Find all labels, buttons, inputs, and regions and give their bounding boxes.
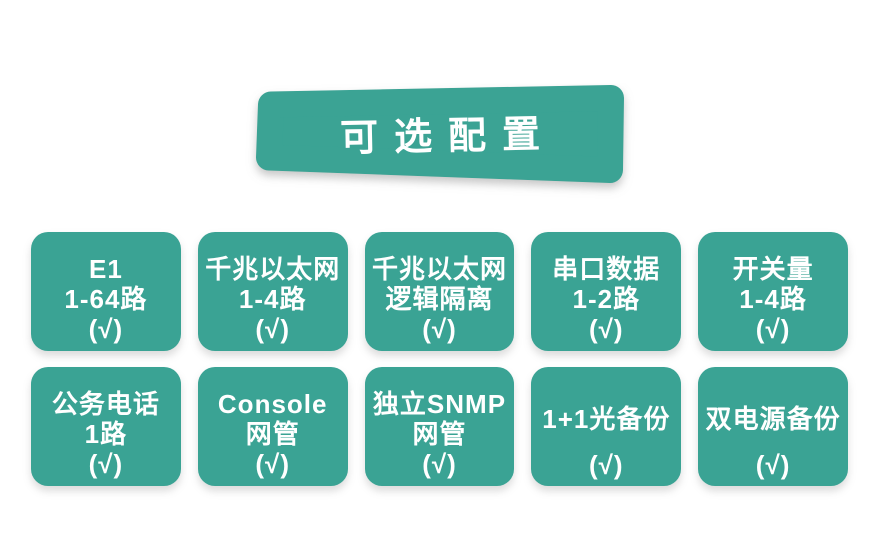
card-title: 双电源备份 [705, 403, 841, 434]
card-title: 开关量 [732, 253, 814, 284]
config-card-gbe: 千兆以太网 1-4路 (√) [197, 232, 348, 351]
card-checkmark: (√) [255, 313, 290, 344]
config-card-serial-data: 串口数据 1-2路 (√) [531, 232, 682, 351]
card-subtitle: 1-2路 [572, 283, 641, 314]
card-checkmark: (√) [88, 448, 124, 479]
card-title: 串口数据 [552, 253, 661, 284]
page-title: 可选配置 [339, 113, 557, 160]
config-card-optical-backup: 1+1光备份 (√) [531, 367, 682, 486]
config-card-gbe-isolation: 千兆以太网 逻辑隔离 (√) [364, 232, 515, 351]
card-title: 千兆以太网 [371, 253, 507, 284]
card-checkmark: (√) [755, 313, 791, 344]
config-card-console: Console 网管 (√) [197, 367, 348, 486]
card-checkmark: (√) [588, 449, 624, 480]
card-title: 千兆以太网 [205, 253, 341, 284]
config-card-power-backup: 双电源备份 (√) [698, 367, 848, 486]
card-subtitle: 逻辑隔离 [385, 283, 494, 314]
card-title: 独立SNMP [372, 388, 507, 419]
card-title: E1 [88, 253, 123, 284]
card-subtitle: 1路 [84, 418, 128, 449]
card-subtitle: 1-4路 [739, 283, 807, 314]
card-subtitle: 网管 [412, 418, 467, 449]
card-subtitle: 1-4路 [238, 283, 307, 314]
config-card-service-phone: 公务电话 1路 (√) [31, 367, 181, 486]
option-cards-grid: E1 1-64路 (√) 千兆以太网 1-4路 (√) 千兆以太网 逻辑隔离 (… [31, 232, 848, 486]
card-checkmark: (√) [588, 313, 624, 344]
card-checkmark: (√) [422, 448, 457, 479]
card-checkmark: (√) [422, 313, 457, 344]
card-subtitle: 1-64路 [64, 283, 148, 314]
config-card-switch-io: 开关量 1-4路 (√) [698, 232, 848, 351]
card-checkmark: (√) [755, 449, 791, 480]
card-title: Console [217, 388, 328, 419]
card-checkmark: (√) [88, 313, 124, 344]
card-title: 1+1光备份 [542, 403, 671, 434]
config-card-e1: E1 1-64路 (√) [31, 232, 181, 351]
card-subtitle: 网管 [245, 418, 300, 449]
card-checkmark: (√) [255, 448, 290, 479]
card-title: 公务电话 [51, 388, 160, 419]
config-card-snmp: 独立SNMP 网管 (√) [364, 367, 515, 486]
